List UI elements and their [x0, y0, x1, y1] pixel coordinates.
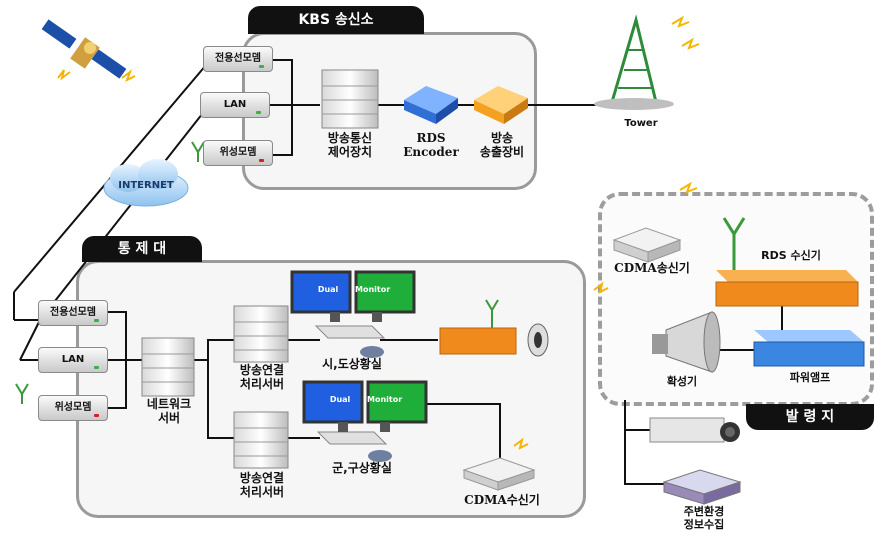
- tx-equipment-icon: [474, 86, 528, 124]
- radio-transmitter-icon: [439, 299, 549, 357]
- kbs-control-server-icon: [321, 69, 379, 129]
- internet-label: INTERNET: [118, 180, 174, 191]
- site-title: 발 령 지: [746, 404, 874, 430]
- speaker-label: 확성기: [666, 375, 698, 388]
- power-amp-label: 파워앰프: [789, 371, 831, 384]
- cctv-camera-icon: [649, 417, 740, 443]
- internet-cloud-icon: [103, 159, 189, 207]
- kbs-title: KBS 송신소: [248, 6, 424, 34]
- relay-server-2-icon: [233, 411, 289, 469]
- cdma-transmitter-label: CDMA송신기: [614, 261, 690, 275]
- cc-lan-switch: LAN: [38, 347, 108, 373]
- relay-server-1-icon: [233, 305, 289, 363]
- dual-monitor-2-icon: [302, 380, 428, 462]
- network-server-icon: [141, 337, 195, 397]
- speaker-icon: [652, 311, 721, 373]
- kbs-lan-switch: LAN: [200, 92, 270, 118]
- power-amp-icon: [753, 330, 865, 367]
- dual-monitor-1-icon: [290, 270, 416, 358]
- rds-encoder-icon: [404, 86, 458, 124]
- tower-label: Tower: [624, 118, 658, 129]
- county-office-label: 군,구상황실: [332, 461, 392, 475]
- cc-dedicated-modem: 전용선모뎀: [38, 300, 108, 326]
- city-office-label: 시,도상황실: [322, 357, 382, 371]
- kbs-dedicated-modem: 전용선모뎀: [203, 46, 273, 72]
- kbs-satellite-modem: 위성모뎀: [203, 140, 273, 166]
- cc-satellite-modem: 위성모뎀: [38, 395, 108, 421]
- rds-receiver-label: RDS 수신기: [761, 249, 821, 262]
- rds-receiver-icon: [715, 217, 859, 307]
- env-sensor-icon: [662, 469, 742, 505]
- monitor-2-text: Dual Monitor: [329, 395, 403, 404]
- cdma-receiver-icon: [462, 457, 536, 491]
- cdma-receiver-label: CDMA수신기: [464, 493, 540, 507]
- tower-icon: [594, 14, 674, 110]
- monitor-1-text: Dual Monitor: [317, 285, 391, 294]
- cdma-transmitter-icon: [612, 227, 682, 263]
- satellite-icon: [41, 19, 127, 79]
